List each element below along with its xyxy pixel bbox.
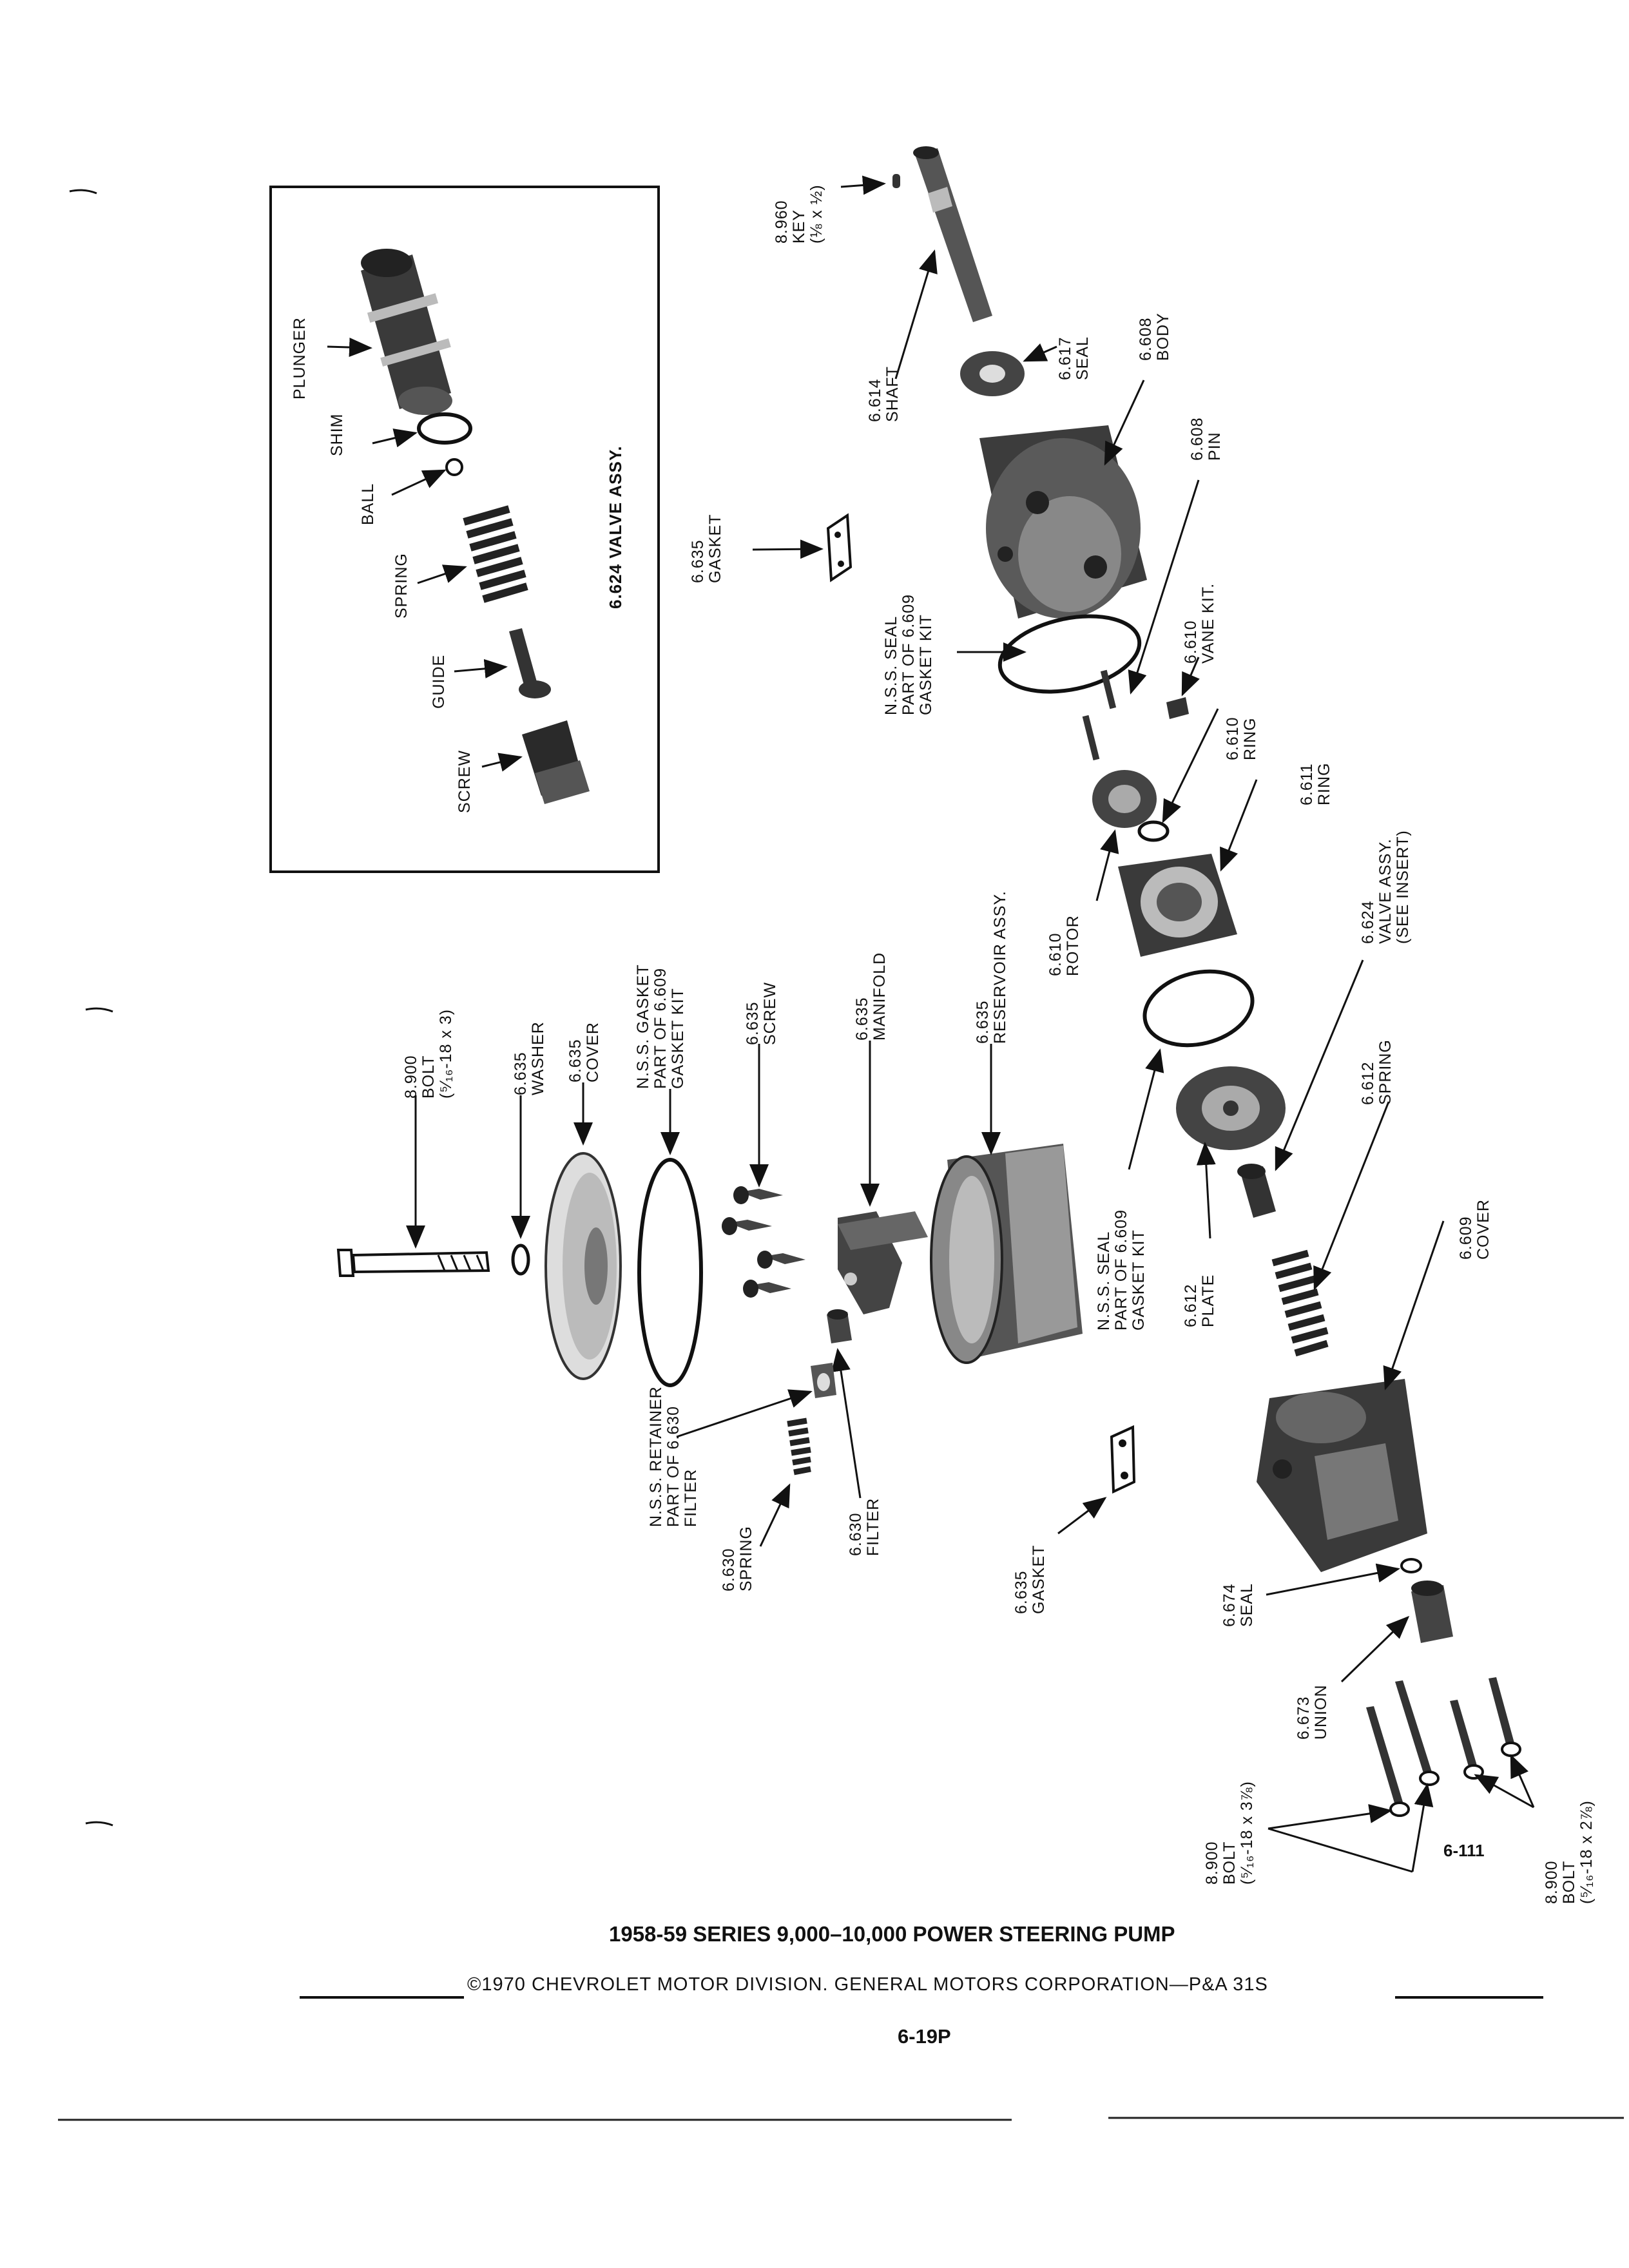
ring-610-part xyxy=(1137,820,1170,842)
pin-part-2 xyxy=(1082,715,1100,761)
pump-body-part xyxy=(979,425,1147,619)
valve-assy-part xyxy=(1237,1164,1276,1218)
margin-tick xyxy=(85,1007,113,1013)
reservoir-part xyxy=(930,1144,1083,1364)
spring-part-inset xyxy=(463,505,528,603)
plunger-part xyxy=(361,249,452,415)
nss-seal-mid-part xyxy=(1142,969,1255,1048)
seal-674-part xyxy=(1400,1558,1422,1573)
cover-609-part xyxy=(1257,1379,1427,1572)
margin-tick xyxy=(69,189,97,195)
figure-number: 6-111 xyxy=(1443,1841,1485,1860)
shaft-part xyxy=(913,146,992,322)
spring-612-part xyxy=(1271,1249,1329,1357)
plate-part xyxy=(1176,1066,1286,1150)
filter-part xyxy=(827,1309,852,1343)
nss-seal-top-part xyxy=(998,614,1142,694)
vane-part xyxy=(1166,697,1189,719)
valve-assembly-inset-frame xyxy=(269,186,660,873)
rotor-part xyxy=(1092,770,1157,828)
screw-part-inset xyxy=(522,720,590,804)
seal-617-part xyxy=(960,351,1025,396)
page-number: 6-19P xyxy=(898,2025,951,2048)
screw-635-parts xyxy=(722,1186,805,1298)
bolt-short-parts xyxy=(1450,1677,1521,1780)
spring-630-part xyxy=(787,1418,811,1475)
washer-part xyxy=(511,1244,530,1276)
cover-635-part xyxy=(545,1152,622,1380)
nss-gasket-part xyxy=(637,1158,703,1387)
guide-part xyxy=(509,628,551,698)
copyright-line: ©1970 CHEVROLET MOTOR DIVISION. GENERAL … xyxy=(467,1974,1268,1995)
margin-tick xyxy=(85,1821,113,1827)
gasket-bottom-part xyxy=(1110,1425,1136,1494)
page-title: 1958-59 SERIES 9,000–10,000 POWER STEERI… xyxy=(609,1922,1175,1946)
manifold-part xyxy=(838,1211,928,1314)
key-part xyxy=(892,174,900,188)
union-part xyxy=(1411,1581,1453,1643)
ring-611-part xyxy=(1118,854,1237,957)
bolt-left-part xyxy=(336,1249,490,1277)
shim-part xyxy=(417,412,472,445)
bolt-long-parts xyxy=(1366,1680,1440,1817)
pin-part xyxy=(1100,669,1117,709)
gasket-top-part xyxy=(826,513,853,582)
retainer-part xyxy=(811,1363,836,1398)
ball-part xyxy=(445,458,463,476)
